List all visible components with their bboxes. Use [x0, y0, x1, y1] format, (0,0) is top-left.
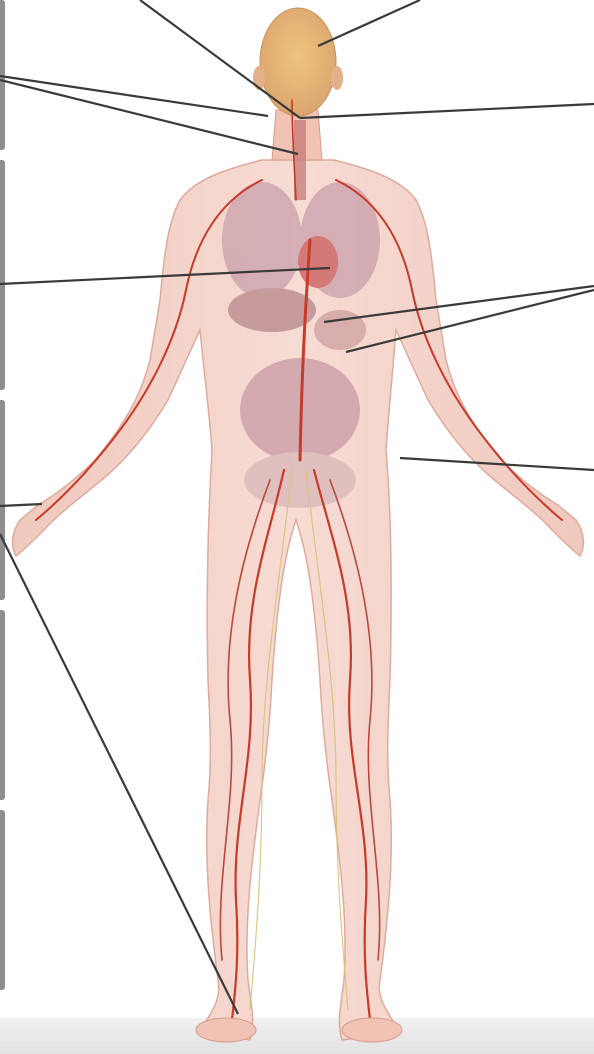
liver	[228, 288, 316, 332]
foot-right	[342, 1018, 402, 1042]
leader-line-shoulder-upper	[0, 76, 268, 116]
leader-line-head	[318, 0, 420, 46]
body-silhouette	[13, 160, 584, 1040]
leader-line-neck-right	[300, 104, 594, 118]
heart	[298, 236, 338, 288]
skull	[260, 8, 336, 116]
leader-line-shoulder-lower	[0, 80, 298, 154]
stomach	[314, 310, 366, 350]
ear-right	[331, 66, 343, 90]
feet	[196, 1018, 402, 1042]
leader-line-hand	[0, 504, 42, 506]
leader-line-foot	[0, 534, 238, 1014]
torso-outline	[13, 160, 584, 1040]
foot-left	[196, 1018, 256, 1042]
